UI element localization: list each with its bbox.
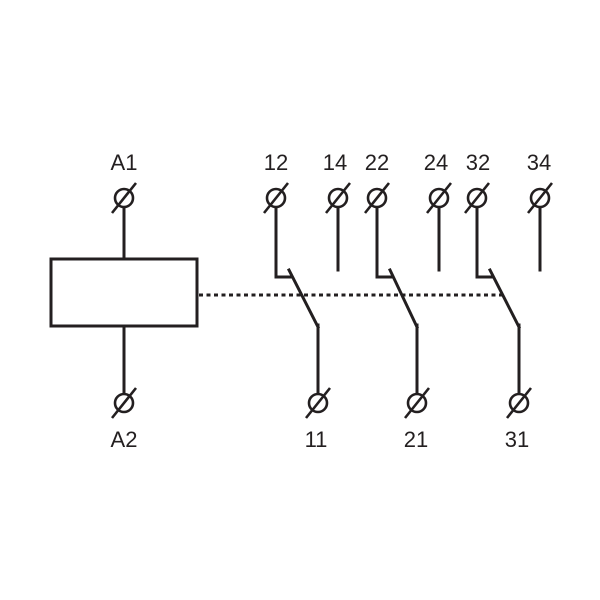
terminal-12 <box>262 182 290 214</box>
terminal-34 <box>526 182 554 214</box>
nc-lead-22 <box>375 206 394 279</box>
switch-blade-2 <box>388 268 419 329</box>
terminal-a1 <box>110 182 138 214</box>
terminal-label-24: 24 <box>424 150 448 175</box>
terminal-label-14: 14 <box>323 150 347 175</box>
terminal-label-34: 34 <box>527 150 551 175</box>
terminal-32 <box>463 182 491 214</box>
contact-set-2: 22 24 21 <box>363 150 453 452</box>
nc-lead-32 <box>475 206 494 279</box>
terminal-31 <box>505 387 533 419</box>
terminal-label-a1: A1 <box>111 150 138 175</box>
terminal-22 <box>363 182 391 214</box>
terminal-11 <box>304 387 332 419</box>
terminal-label-31: 31 <box>505 427 529 452</box>
terminal-label-32: 32 <box>466 150 490 175</box>
terminal-21 <box>403 387 431 419</box>
switch-blade-1 <box>286 267 321 330</box>
switch-blade-3 <box>487 267 522 330</box>
terminal-label-12: 12 <box>264 150 288 175</box>
coil-body <box>49 257 199 328</box>
terminal-14 <box>324 182 352 214</box>
nc-lead-12 <box>274 206 293 279</box>
contact-set-3: 32 34 31 <box>463 150 554 452</box>
terminal-label-11: 11 <box>305 427 328 452</box>
terminal-label-21: 21 <box>404 427 428 452</box>
terminal-24 <box>425 182 453 214</box>
relay-coil: A1 A2 <box>49 150 199 452</box>
terminal-a2 <box>110 387 138 419</box>
contact-set-1: 12 14 11 <box>262 150 352 452</box>
terminal-label-a2: A2 <box>111 427 138 452</box>
terminal-label-22: 22 <box>365 150 389 175</box>
